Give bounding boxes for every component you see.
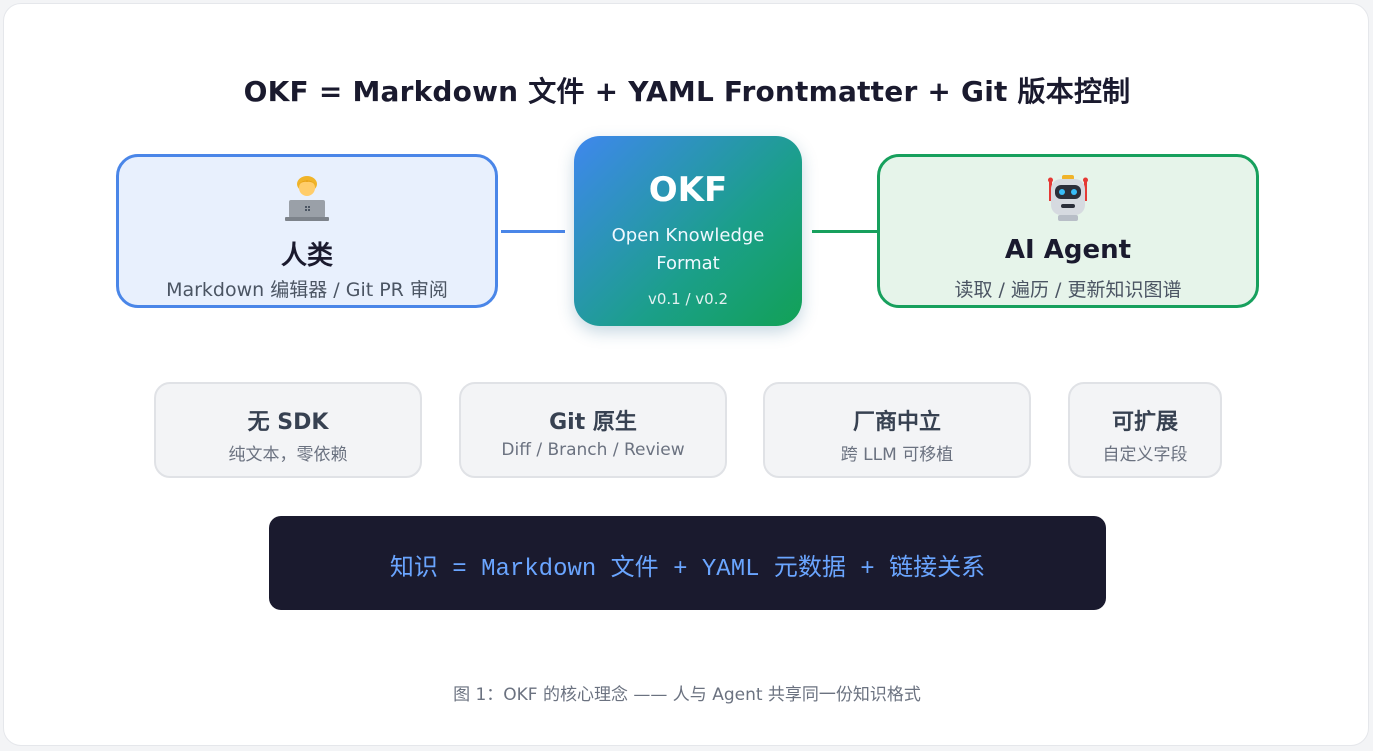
agent-node: AI Agent 读取 / 遍历 / 更新知识图谱 — [877, 154, 1259, 308]
feature-card-vendor-neutral: 厂商中立 跨 LLM 可移植 — [763, 382, 1031, 478]
agent-connector-line — [812, 230, 878, 233]
formula-banner: 知识 = Markdown 文件 + YAML 元数据 + 链接关系 — [269, 516, 1106, 610]
feature-card-git-native: Git 原生 Diff / Branch / Review — [459, 382, 727, 478]
feature-title: 可扩展 — [1111, 410, 1178, 435]
core-version: v0.1 / v0.2 — [647, 290, 729, 308]
feature-desc: 纯文本，零依赖 — [228, 445, 348, 465]
feature-card-no-sdk: 无 SDK 纯文本，零依赖 — [154, 382, 422, 478]
core-name: OKF — [648, 170, 728, 210]
feature-title: Git 原生 — [549, 410, 637, 435]
diagram-canvas: OKF = Markdown 文件 + YAML Frontmatter + G… — [3, 3, 1369, 746]
feature-card-extensible: 可扩展 自定义字段 — [1068, 382, 1222, 478]
human-label: 人类 — [280, 241, 333, 271]
core-subtitle-line1: Open Knowledge — [611, 225, 765, 246]
figure-caption: 图 1：OKF 的核心理念 —— 人与 Agent 共享同一份知识格式 — [453, 685, 921, 705]
core-subtitle-line2: Format — [656, 253, 720, 274]
feature-title: 无 SDK — [247, 410, 329, 435]
okf-core-node: OKF Open Knowledge Format v0.1 / v0.2 — [574, 136, 802, 326]
agent-label: AI Agent — [1004, 235, 1132, 265]
feature-desc: 自定义字段 — [1102, 445, 1188, 465]
human-desc: Markdown 编辑器 / Git PR 审阅 — [166, 279, 448, 301]
feature-desc: Diff / Branch / Review — [501, 440, 685, 460]
person-laptop-icon — [119, 173, 495, 223]
robot-icon — [880, 173, 1256, 223]
core-subtitle: Open Knowledge Format — [574, 222, 802, 278]
agent-desc: 读取 / 遍历 / 更新知识图谱 — [954, 279, 1182, 301]
feature-desc: 跨 LLM 可移植 — [840, 445, 954, 465]
formula-text: 知识 = Markdown 文件 + YAML 元数据 + 链接关系 — [389, 556, 986, 583]
human-connector-line — [501, 230, 565, 233]
human-node: 人类 Markdown 编辑器 / Git PR 审阅 — [116, 154, 498, 308]
feature-title: 厂商中立 — [852, 410, 941, 435]
diagram-title: OKF = Markdown 文件 + YAML Frontmatter + G… — [243, 75, 1131, 108]
